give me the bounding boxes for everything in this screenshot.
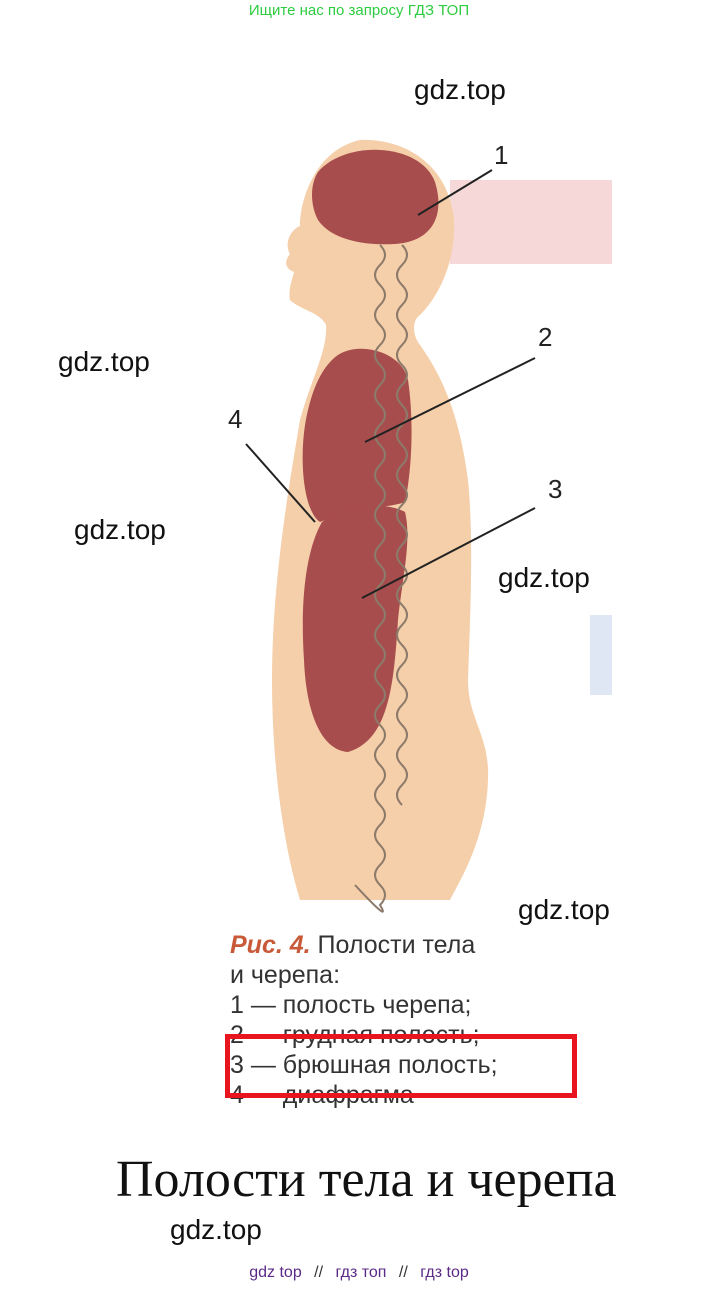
body-cavities-figure: 1 2 3 4	[228, 139, 612, 913]
search-banner: Ищите нас по запросу ГДЗ ТОП	[248, 2, 470, 19]
watermark: gdz.top	[170, 1214, 262, 1245]
figure-label-2: 2	[538, 322, 552, 352]
skull-cavity	[312, 149, 439, 245]
leader-line-4	[245, 443, 316, 523]
footer-link-gdz-top-mixed[interactable]: гдз top	[420, 1264, 469, 1281]
figure-number: Рис. 4.	[230, 931, 311, 959]
caption-title-part1: Полости тела	[310, 931, 476, 959]
figure-label-3: 3	[548, 474, 562, 504]
watermark: gdz.top	[518, 894, 610, 925]
leader-line-2	[364, 357, 536, 443]
background-artifact	[590, 615, 612, 695]
footer-separator: //	[398, 1264, 408, 1281]
watermark: gdz.top	[414, 74, 506, 105]
caption-item-3: 3 — брюшная полость;	[230, 1051, 498, 1079]
chest-cavity	[302, 348, 412, 522]
footer-link-gdz-top[interactable]: gdz top	[249, 1264, 302, 1281]
leader-line-3	[361, 507, 536, 599]
footer-links: gdz top // гдз топ // гдз top	[0, 1264, 718, 1282]
footer-link-gdz-top-ru[interactable]: гдз топ	[335, 1264, 387, 1281]
answer-highlight-box	[225, 1034, 577, 1098]
figure-label-1: 1	[494, 140, 508, 170]
figure-label-4: 4	[228, 404, 242, 434]
caption-title-part2: и черепа:	[230, 961, 341, 989]
spinal-cord	[354, 244, 386, 913]
caption-item-1: 1 — полость черепа;	[230, 991, 472, 1019]
spinal-cord-outline	[396, 244, 408, 806]
page-title: Полости тела и черепа	[116, 1151, 617, 1208]
watermark: gdz.top	[58, 346, 150, 377]
background-artifact	[450, 180, 612, 264]
watermark: gdz.top	[74, 514, 166, 545]
footer-separator: //	[314, 1264, 324, 1281]
leader-line-1	[417, 169, 493, 216]
watermark: gdz.top	[498, 562, 590, 593]
caption-title-line: Рис. 4. Полости тела	[230, 930, 630, 960]
